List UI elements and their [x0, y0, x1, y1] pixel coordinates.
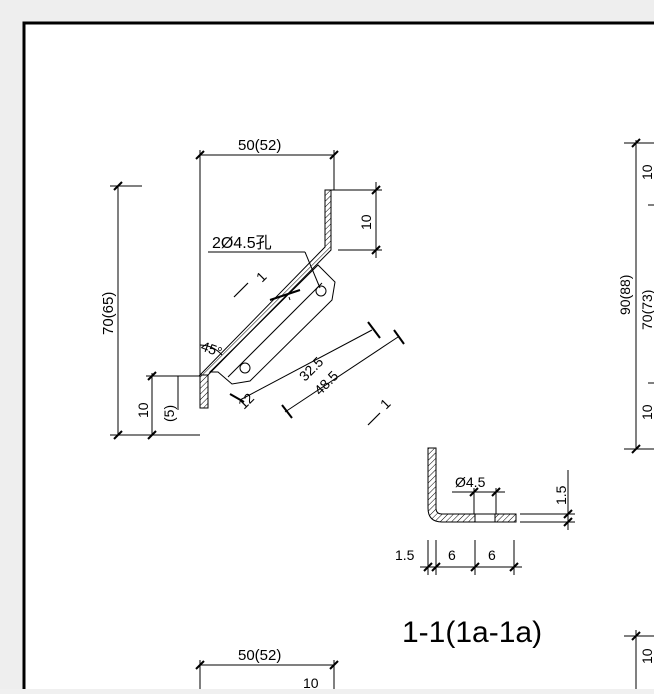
right-bottom-dim-label: 10 [639, 404, 654, 420]
right-top-dim-label: 10 [639, 164, 654, 180]
angle-label: 45° [199, 338, 224, 360]
bracket-vertical-leg [199, 374, 209, 409]
section-thickness-bottom-label: 1.5 [395, 547, 415, 563]
plate-inner-line [227, 282, 323, 378]
section-cut-lower [367, 412, 381, 426]
section-thickness-dim-label: 1.5 [553, 485, 569, 505]
right-lower-dim-label: 10 [639, 648, 654, 664]
lower-leg-dim-label: 10 [303, 675, 319, 689]
bottom-leg-dim-alt-label: (5) [161, 405, 177, 422]
section-profile [427, 447, 517, 523]
section-cut-upper [233, 282, 249, 298]
section-hole-dim-label: Ø4.5 [455, 474, 486, 490]
section-title: 1-1(1a-1a) [402, 616, 542, 649]
lower-width-dim-label: 50(52) [238, 647, 281, 664]
total-height-dim-label: 70(65) [100, 292, 117, 335]
bottom-leg-dim-label: 10 [135, 402, 151, 418]
dim-line-hole-spacing [239, 329, 373, 401]
section-span1-label: 6 [448, 547, 456, 563]
right-total-dim-label: 90(88) [617, 275, 633, 315]
hole-upper [315, 285, 327, 297]
dim-line-plate-length [284, 336, 399, 413]
section-hole [474, 513, 496, 523]
bracket-plate [208, 264, 336, 385]
section-span2-label: 6 [488, 547, 496, 563]
right-inner-dim-label: 70(73) [639, 290, 654, 330]
center-mark [288, 296, 291, 301]
hole-lower [239, 362, 251, 374]
drawing-frame [22, 21, 654, 694]
angle-arc [199, 344, 223, 356]
hole-note-label: 2Ø4.5孔 [212, 234, 272, 252]
top-width-dim-label: 50(52) [238, 137, 281, 154]
top-leg-dim-label: 10 [358, 214, 374, 230]
